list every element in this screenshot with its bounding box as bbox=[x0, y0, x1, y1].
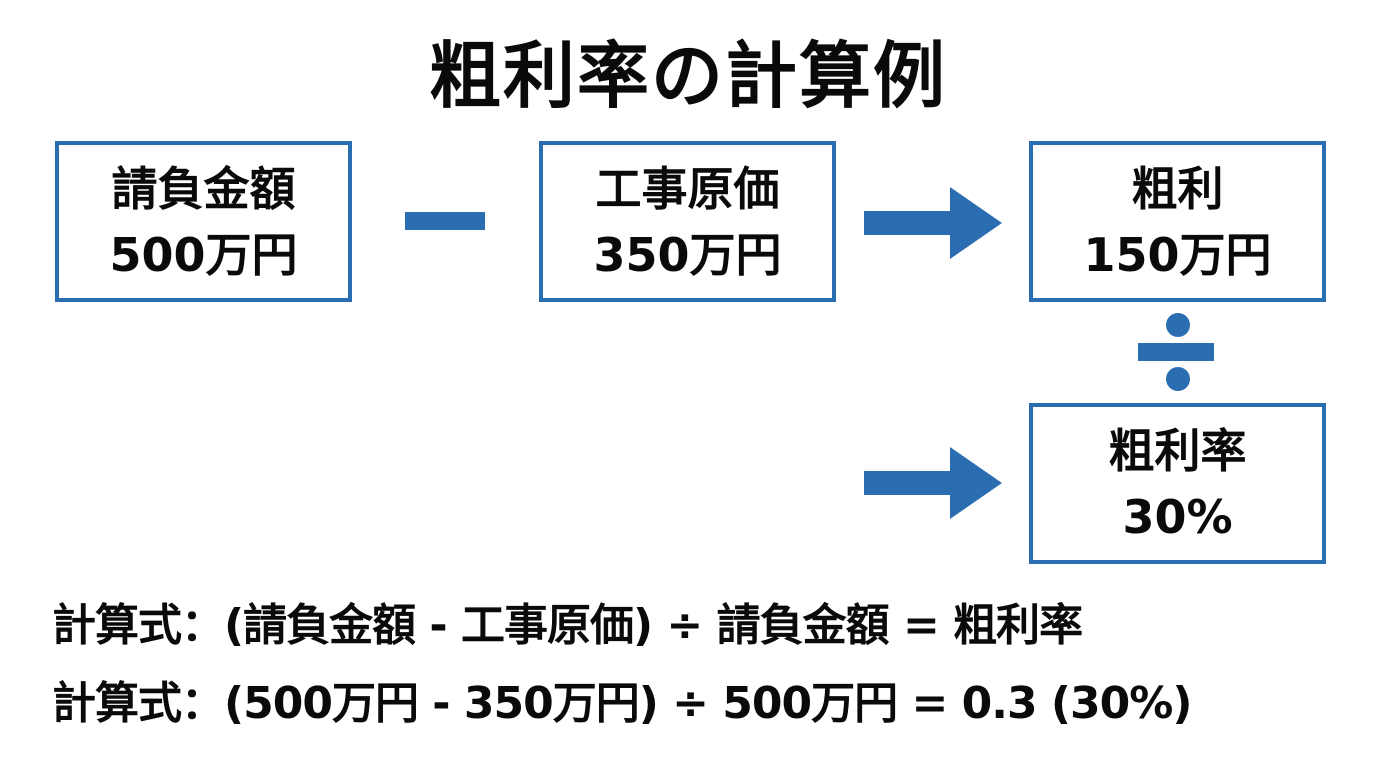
gross-profit-box: 粗利 150万円 bbox=[1029, 141, 1326, 302]
minus-icon bbox=[405, 212, 485, 230]
arrow-right-icon bbox=[864, 187, 1002, 259]
construction-cost-label: 工事原価 bbox=[595, 161, 780, 216]
contract-amount-value: 500万円 bbox=[109, 227, 298, 282]
gross-profit-label: 粗利 bbox=[1131, 161, 1224, 216]
arrow-right-icon bbox=[864, 447, 1002, 519]
gross-margin-value: 30% bbox=[1122, 489, 1233, 544]
page-title: 粗利率の計算例 bbox=[428, 34, 947, 118]
formula-general: 計算式：(請負金額 - 工事原価) ÷ 請負金額 = 粗利率 bbox=[52, 600, 1083, 651]
gross-margin-label: 粗利率 bbox=[1108, 423, 1247, 478]
contract-amount-label: 請負金額 bbox=[111, 161, 296, 216]
construction-cost-box: 工事原価 350万円 bbox=[539, 141, 836, 302]
formula-example: 計算式：(500万円 - 350万円) ÷ 500万円 = 0.3 (30%) bbox=[52, 678, 1192, 729]
contract-amount-box: 請負金額 500万円 bbox=[55, 141, 352, 302]
gross-margin-box: 粗利率 30% bbox=[1029, 403, 1326, 564]
construction-cost-value: 350万円 bbox=[593, 227, 782, 282]
gross-profit-value: 150万円 bbox=[1083, 227, 1272, 282]
